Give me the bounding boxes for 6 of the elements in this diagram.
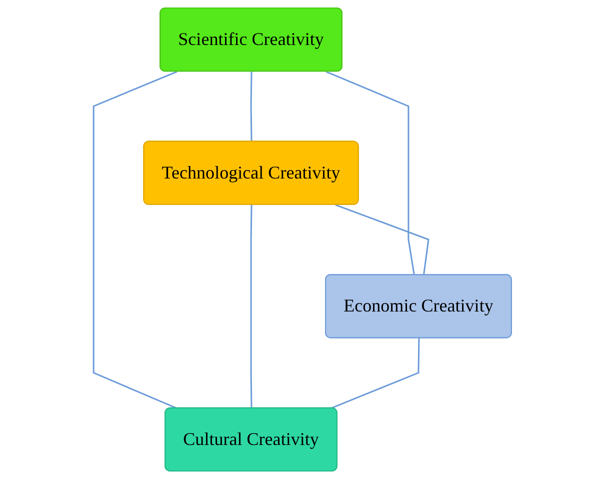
connector [330,338,420,410]
connector [326,70,415,276]
connector [92,70,178,410]
connector [250,72,252,142]
connector [250,204,252,408]
connector [335,204,430,276]
